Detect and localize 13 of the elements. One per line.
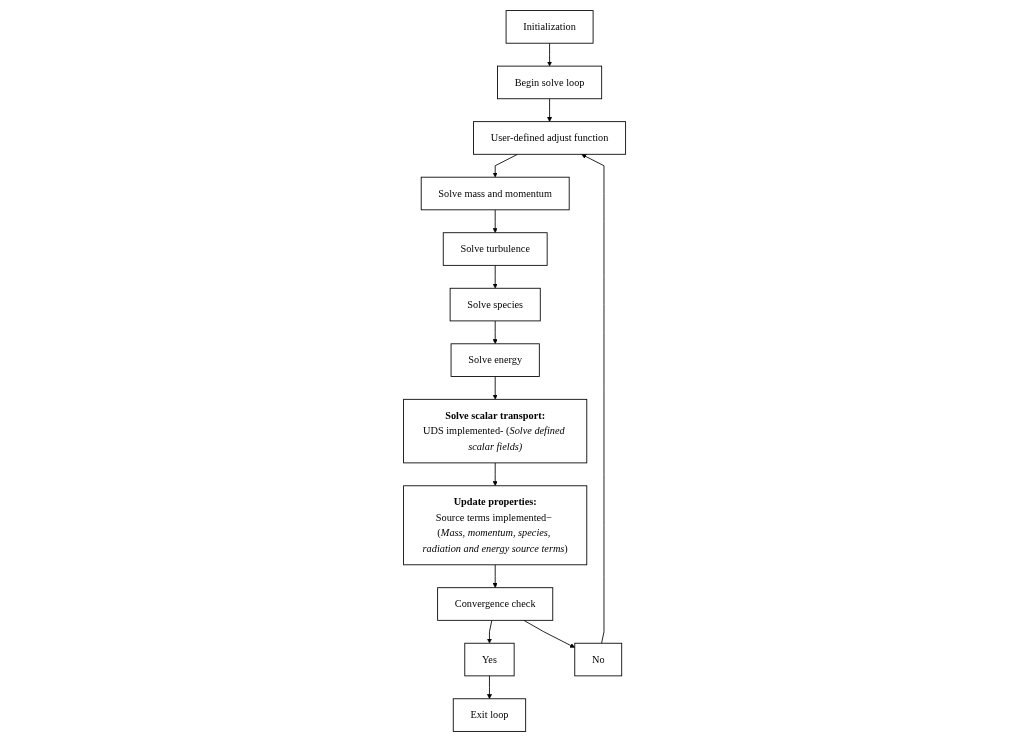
node-box: Yes [464, 642, 515, 677]
node-box: Solve energy [451, 343, 541, 377]
node-box: Solve mass and momentum [421, 176, 570, 211]
node-box: No [574, 642, 623, 677]
node-box: Solve species [450, 287, 542, 322]
node-box: Convergence check [437, 587, 554, 621]
node-box: Begin solve loop [497, 65, 603, 100]
node-box: Solve turbulence [443, 232, 548, 266]
node-box: Initialization [506, 10, 594, 44]
node-box: Exit loop [453, 698, 527, 732]
node-box: Update properties: Source terms implemented− (Mass, momentum, species, radiation and energy source terms) [403, 485, 588, 566]
node-box: Solve scalar transport: UDS implemented- (Solve defined scalar fields) [403, 398, 588, 464]
node-box: User-defined adjust function [473, 121, 627, 155]
